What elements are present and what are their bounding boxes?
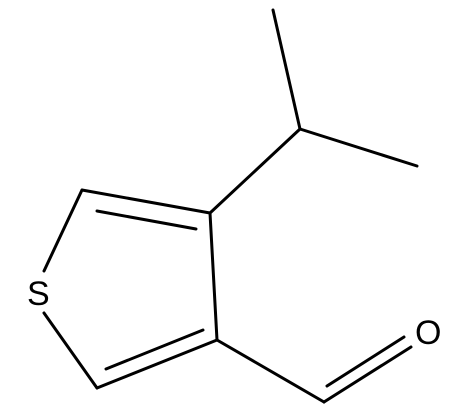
bond-c-o-inner: [325, 335, 406, 388]
bond-ch-ch3-right: [298, 127, 419, 168]
sulfur-atom-label: S: [27, 275, 50, 313]
bond-c3-c4: [208, 211, 219, 342]
bond-ch-ch3-top: [271, 8, 302, 131]
bond-c3-ch: [208, 127, 302, 215]
bond-s-c2: [42, 188, 84, 273]
bond-c2-c3: [80, 188, 212, 215]
bond-c2-c3-inner: [95, 209, 198, 231]
bond-c4-cho: [215, 338, 326, 404]
bond-c4-c5-inner: [104, 328, 205, 371]
bond-c5-s: [42, 311, 99, 390]
bond-c-o-outer: [322, 345, 413, 404]
oxygen-atom-label: O: [415, 314, 441, 352]
bond-c4-c5: [95, 338, 219, 390]
